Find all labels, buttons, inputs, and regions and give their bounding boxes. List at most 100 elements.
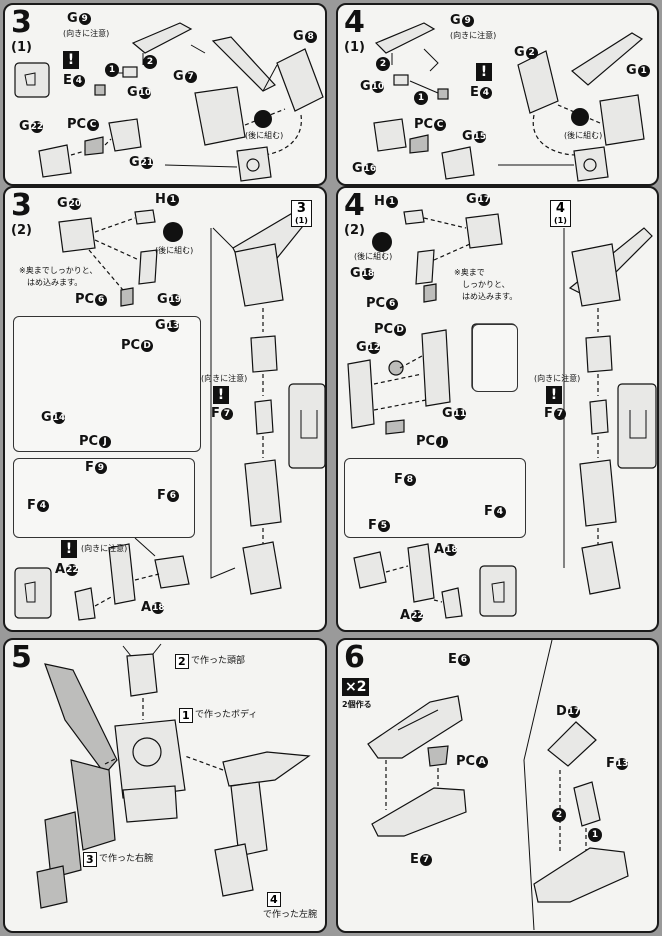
- arrow-step-2: 2: [376, 57, 390, 71]
- panel-step-4-2: 4 (2): [336, 186, 659, 632]
- made-left-arm-note: で作った左腕: [263, 910, 318, 920]
- part-label: D17: [556, 704, 581, 719]
- part-label: F13: [606, 756, 629, 771]
- caution-note: (向きに注意): [450, 31, 497, 40]
- part-label: G15: [462, 129, 487, 144]
- warning-icon: !: [546, 386, 562, 404]
- part-label: G11: [442, 406, 467, 421]
- push-in-note-3: はめ込みます。: [462, 292, 518, 301]
- part-label: G22: [19, 119, 44, 134]
- quantity-badge: ×2: [342, 678, 370, 696]
- push-in-note-2: はめ込みます。: [27, 278, 83, 287]
- caution-note: (向きに注意): [201, 374, 248, 383]
- part-label: A18: [141, 600, 165, 615]
- panel-step-3-2: 3 (2): [3, 186, 327, 632]
- warning-icon: !: [213, 386, 229, 404]
- step-number: 4: [344, 5, 365, 40]
- push-in-note-2: しっかりと、: [462, 280, 510, 289]
- rear-combine-note: (後に組む): [155, 246, 194, 255]
- part-label: G21: [129, 155, 154, 170]
- ref-step-box: 3(1): [291, 200, 312, 227]
- rear-combine-note: (後に組む): [564, 131, 603, 140]
- panel-step-5: 5 2 で作った頭部 1 で作ったボディ 3 で作った右腕: [3, 638, 327, 933]
- warning-icon: !: [61, 540, 77, 558]
- panel-step-3-1: 3 (1): [3, 3, 327, 186]
- make-two-note: 2個作る: [342, 700, 372, 709]
- step-number: 4: [344, 188, 365, 223]
- ref-step-box: 1: [179, 708, 193, 723]
- part-label: G18: [350, 266, 375, 281]
- arrow-step-2: 2: [552, 808, 566, 822]
- caution-note: (向きに注意): [534, 374, 581, 383]
- step-number: 3: [11, 5, 32, 40]
- arrow-step-1: 1: [588, 828, 602, 842]
- inset-arm-assembly: [472, 324, 518, 392]
- ref-step-box: 3: [83, 852, 97, 867]
- substep-number: (2): [11, 223, 32, 238]
- part-label: G20: [57, 196, 82, 211]
- step-5-illustration: [36, 643, 311, 909]
- push-in-note: ※奥までしっかりと、: [19, 266, 98, 275]
- made-body-note: で作ったボディ: [195, 710, 258, 720]
- step-6-illustration: [367, 640, 629, 931]
- part-label: G17: [466, 192, 491, 207]
- arrow-step-2: 2: [143, 55, 157, 69]
- arrow-step-1: 1: [414, 91, 428, 105]
- substep-number: (1): [344, 40, 365, 55]
- warning-icon: !: [63, 51, 79, 69]
- part-label: A18: [434, 542, 458, 557]
- step-number: 3: [11, 188, 32, 223]
- ref-step-box: 4(1): [550, 200, 571, 227]
- arrow-step-1: 1: [105, 63, 119, 77]
- part-label: G10: [360, 79, 385, 94]
- substep-number: (2): [344, 223, 365, 238]
- ref-step-box: 4: [267, 892, 281, 907]
- part-label: G10: [127, 85, 152, 100]
- part-label: G13: [155, 318, 180, 333]
- made-head-note: で作った頭部: [191, 656, 246, 666]
- caution-note: (向きに注意): [63, 29, 110, 38]
- rear-combine-note: (後に組む): [354, 252, 393, 261]
- step-4-1-illustration: [373, 22, 645, 182]
- substep-number: (1): [11, 40, 32, 55]
- part-label: G19: [157, 292, 182, 307]
- part-label: G16: [352, 161, 377, 176]
- caution-note: (向きに注意): [81, 544, 128, 553]
- part-label: G12: [356, 340, 381, 355]
- step-3-1-illustration: [14, 22, 324, 182]
- rear-combine-note: (後に組む): [245, 131, 284, 140]
- part-label: A22: [400, 608, 424, 623]
- push-in-note: ※奥まで: [454, 268, 485, 277]
- inset-arm-assembly: [13, 316, 201, 452]
- step-number: 5: [11, 640, 32, 675]
- warning-icon: !: [476, 63, 492, 81]
- inset-hand-assembly: [344, 458, 526, 538]
